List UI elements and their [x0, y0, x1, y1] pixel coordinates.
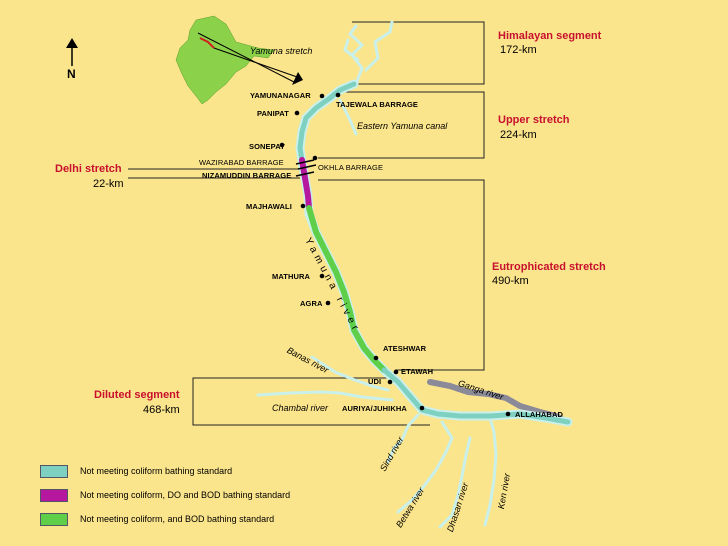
panipat-dot — [294, 110, 300, 116]
yamunanagar-label: YAMUNANAGAR — [250, 91, 311, 100]
diluted-segment-title: Diluted segment — [94, 389, 180, 401]
banas-river-line — [310, 355, 390, 392]
eutrophicated-stretch-title: Eutrophicated stretch — [492, 261, 606, 273]
majhawali-label: MAJHAWALI — [246, 202, 292, 211]
yamuna-upper — [297, 81, 357, 163]
inset-pointer-arrow — [292, 72, 303, 85]
mathura-label: MATHURA — [272, 272, 311, 281]
upper-stretch-title: Upper stretch — [498, 114, 570, 126]
upper-stretch-length: 224-km — [500, 129, 537, 141]
himalayan-segment-length: 172-km — [500, 44, 537, 56]
himalayan-headwater-3 — [343, 38, 360, 62]
himalayan-headwater-1 — [347, 24, 365, 86]
eutrophicated-stretch-length: 490-km — [492, 275, 529, 287]
udi-dot — [387, 379, 393, 385]
inset-caption: Yamuna stretch — [250, 46, 313, 56]
delhi-stretch-title: Delhi stretch — [55, 163, 122, 175]
yamuna-delhi — [299, 157, 312, 211]
himalayan-bracket — [352, 21, 485, 85]
nizamuddin-label: NIZAMUDDIN BARRAGE — [202, 171, 292, 180]
ateshwar-label: ATESHWAR — [383, 344, 427, 353]
city-dots — [279, 92, 511, 417]
yamuna-diluted — [381, 367, 571, 425]
wazirabad-label: WAZIRABAD BARRAGE — [199, 158, 284, 167]
diluted-bracket — [192, 377, 430, 426]
udi-label: UDI — [368, 377, 382, 386]
ateshwar-dot — [373, 355, 379, 361]
upper-bracket — [318, 91, 485, 159]
agra-label: AGRA — [300, 299, 323, 308]
delhi-stretch-length: 22-km — [93, 178, 124, 190]
segment-brackets — [128, 21, 485, 426]
sonepat-label: SONEPAT — [249, 142, 285, 151]
etawah-dot — [393, 369, 399, 375]
diluted-segment-length: 468-km — [143, 404, 180, 416]
betwa-river-line — [396, 420, 454, 514]
agra-dot — [325, 300, 331, 306]
yamuna-eutrophicated — [306, 205, 387, 373]
himalayan-headwater-2 — [364, 20, 394, 72]
legend-label-coliform: Not meeting coliform bathing standard — [80, 466, 233, 476]
wazirabad-marker — [295, 159, 315, 165]
legend-label-bod: Not meeting coliform, and BOD bathing st… — [80, 514, 275, 524]
eastern-yamuna-canal-label: Eastern Yamuna canal — [357, 121, 448, 131]
yamuna-segments — [295, 79, 573, 427]
sind-river-line — [386, 413, 420, 464]
eastern-canal-line — [338, 98, 358, 136]
eutrophicated-bracket — [318, 179, 485, 371]
inset-yamuna-highlight — [199, 37, 215, 49]
okhla-label: OKHLA BARRAGE — [318, 163, 384, 172]
etawah-label: ETAWAH — [401, 367, 434, 376]
allahabad-label: ALLAHABAD — [515, 410, 563, 419]
yamunanagar-dot — [319, 93, 325, 99]
north-arrow-head — [66, 38, 78, 48]
nizamuddin-marker — [295, 171, 315, 177]
north-label: N — [67, 67, 76, 81]
chambal-river-line — [256, 390, 394, 402]
legend-swatch-bod — [40, 513, 68, 526]
legend-label-do-bod: Not meeting coliform, DO and BOD bathing… — [80, 490, 291, 500]
barrage-markers — [295, 159, 317, 177]
allahabad-dot — [505, 411, 511, 417]
mathura-dot — [319, 273, 325, 279]
dhasan-river-line — [438, 436, 472, 529]
tajewala-dot — [335, 92, 341, 98]
sonepat-dot — [279, 142, 285, 148]
tributaries — [256, 20, 498, 529]
okhla-dot — [312, 155, 318, 161]
legend-swatch-coliform — [40, 465, 68, 478]
panipat-label: PANIPAT — [257, 109, 289, 118]
inset-callout-lines — [197, 32, 301, 84]
okhla-marker — [297, 164, 317, 170]
legend-swatch-do-bod — [40, 489, 68, 502]
ken-river-line — [483, 416, 498, 527]
auriya-label: AURIYA/JUHIKHA — [342, 404, 407, 413]
auriya-dot — [419, 405, 425, 411]
himalayan-segment-title: Himalayan segment — [498, 30, 602, 42]
chambal-river-label: Chambal river — [272, 403, 329, 413]
majhawali-dot — [300, 203, 306, 209]
tajewala-label: TAJEWALA BARRAGE — [336, 100, 419, 109]
